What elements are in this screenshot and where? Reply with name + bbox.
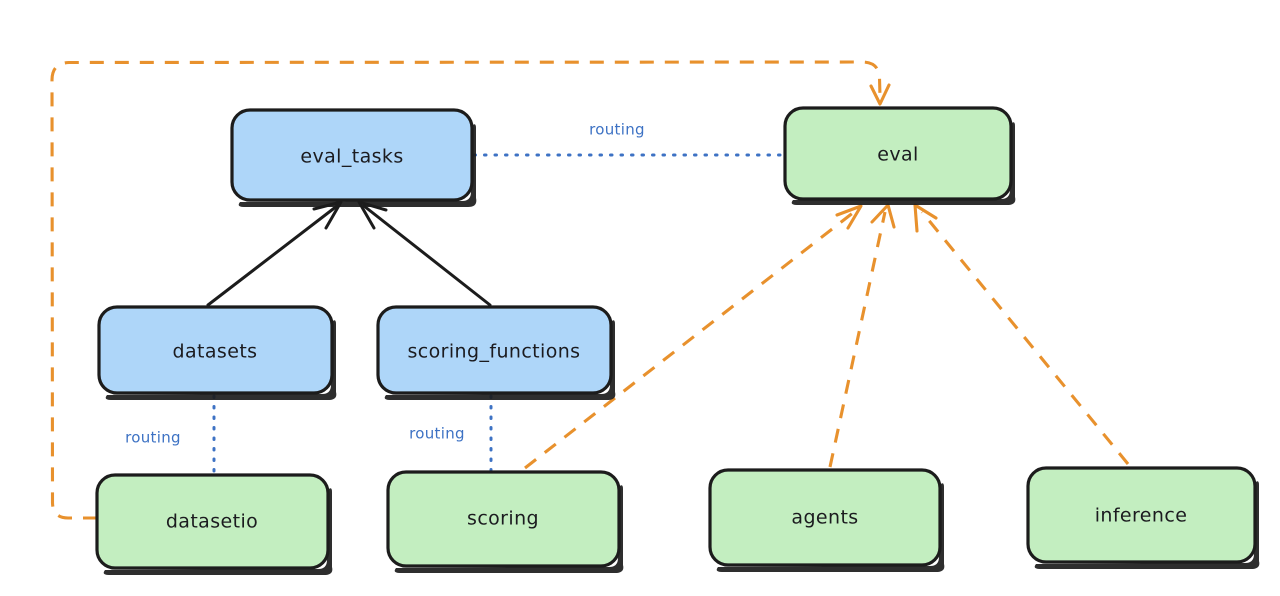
node-eval-tasks[interactable]: eval_tasks [230, 108, 477, 207]
node-label: inference [1095, 505, 1188, 527]
edge-label-routing-top: routing [589, 121, 645, 139]
node-agents[interactable]: agents [708, 468, 945, 572]
node-label: scoring_functions [408, 341, 581, 363]
edge-label-routing-left: routing [125, 429, 181, 447]
node-label: eval_tasks [300, 146, 403, 168]
node-scoring-functions[interactable]: scoring_functions [376, 305, 616, 400]
node-label: datasets [173, 341, 258, 363]
node-label: datasetio [166, 511, 258, 533]
node-eval[interactable]: eval [783, 106, 1016, 205]
edge-scoring-functions-to-eval-tasks [357, 200, 492, 307]
edge-datasets-to-eval-tasks [206, 200, 343, 307]
node-label: eval [877, 144, 918, 166]
node-label: agents [791, 507, 858, 529]
node-label: scoring [467, 508, 539, 530]
node-inference[interactable]: inference [1026, 466, 1260, 569]
node-datasetio[interactable]: datasetio [95, 473, 333, 575]
edge-agents-to-eval [828, 203, 896, 468]
node-scoring[interactable]: scoring [386, 470, 624, 573]
edge-datasetio-to-eval [50, 60, 891, 520]
edge-inference-to-eval [913, 203, 1130, 465]
node-datasets[interactable]: datasets [97, 305, 337, 400]
edge-scoring-to-eval [524, 204, 863, 470]
edge-label-routing-middle: routing [409, 425, 465, 443]
